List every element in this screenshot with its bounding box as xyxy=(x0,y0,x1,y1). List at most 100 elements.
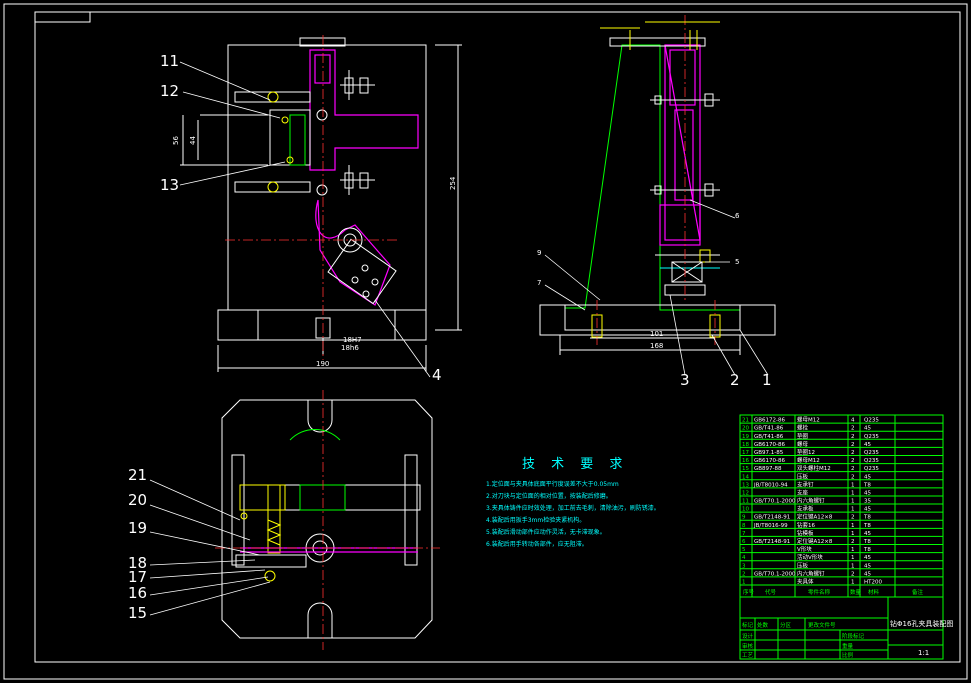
bom-cell-name: 垫圈12 xyxy=(797,448,815,456)
bom-cell-no: 2 xyxy=(742,571,746,577)
bom-header-qty: 数量 xyxy=(850,588,862,596)
bom-cell-name: 垫圈 xyxy=(797,432,809,440)
bom-cell-name: 活动V形块 xyxy=(797,553,823,561)
bom-cell-name: 螺母M12 xyxy=(797,456,820,464)
bom-header-name: 零件名称 xyxy=(808,588,831,596)
bom-cell-mat: 45 xyxy=(864,571,871,577)
dim-56: 56 xyxy=(172,136,180,145)
bom-cell-name: 螺母M12 xyxy=(797,416,820,424)
bom-cell-no: 20 xyxy=(742,426,749,432)
clamp-arm xyxy=(315,199,391,306)
dim-44: 44 xyxy=(189,136,197,145)
bom-cell-qty: 1 xyxy=(851,507,855,513)
balloon-21: 21 xyxy=(128,466,147,484)
bom-cell-mat: T8 xyxy=(863,547,871,553)
bom-cell-name: 压板 xyxy=(797,472,809,480)
upper-bolt-assembly xyxy=(340,70,375,100)
bom-cell-code: GB6170-86 xyxy=(754,458,786,464)
bom-cell-code: GB/T41-86 xyxy=(754,434,784,440)
bom-cell-code: GB/T2148-91 xyxy=(754,515,790,521)
bom-cell-qty: 2 xyxy=(851,426,855,432)
bom-cell-mat: T8 xyxy=(863,515,871,521)
bom-cell-no: 18 xyxy=(742,442,749,448)
bom-cell-qty: 1 xyxy=(851,523,855,529)
bom-cell-mat: 45 xyxy=(864,426,871,432)
balloon-19: 19 xyxy=(128,519,147,537)
bom-cell-no: 16 xyxy=(742,458,749,464)
bom-cell-name: 支承钉 xyxy=(797,480,814,488)
bom-cell-mat: 35 xyxy=(864,499,871,505)
bom-header-code: 代号 xyxy=(765,588,777,596)
bom-header-no: 序号 xyxy=(743,588,755,596)
balloon-4: 4 xyxy=(432,366,442,384)
bom-cell-qty: 1 xyxy=(851,563,855,569)
inner-frame xyxy=(34,11,961,663)
front-view: 254 190 56 44 18H7 18h6 11 12 13 4 xyxy=(160,35,462,384)
balloon-12: 12 xyxy=(160,82,179,100)
fixture-body-section xyxy=(564,44,741,331)
part-name: 钻Φ16孔夹具装配图 xyxy=(890,619,953,628)
balloon-5: 5 xyxy=(735,258,739,266)
bom-cell-code: GB/T41-86 xyxy=(754,426,784,432)
bom-cell-name: 夹具体 xyxy=(797,578,814,586)
bom-cell-name: 定位键A12×8 xyxy=(797,537,833,545)
bom-cell-mat: T8 xyxy=(863,523,871,529)
bom-cell-no: 15 xyxy=(742,466,749,472)
top-spring xyxy=(267,484,281,554)
bom-cell-mat: HT200 xyxy=(864,580,882,586)
tb-label-zone: 分区 xyxy=(780,621,792,629)
title-block: 钻Φ16孔夹具装配图 1:1 标记 处数 分区 更改文件号 设计 审核 工艺 阶… xyxy=(739,596,953,660)
bom-cell-no: 19 xyxy=(742,434,749,440)
balloon-20: 20 xyxy=(128,491,147,509)
bom-cell-mat: Q235 xyxy=(864,466,879,472)
balloon-7: 7 xyxy=(537,279,541,287)
tech-req-4: 4.装配后用扳手3mm检验夹紧机构。 xyxy=(486,516,585,524)
side-support-plate xyxy=(664,44,701,241)
bom-cell-name: 钻套16 xyxy=(797,521,815,529)
tech-req-2: 2.对刀块与定位面的相对位置，按装配后修磨。 xyxy=(486,492,612,500)
bom-cell-qty: 1 xyxy=(851,499,855,505)
bom-cell-name: 压板 xyxy=(797,561,809,569)
tech-req-title: 技 术 要 求 xyxy=(522,457,628,472)
bom-cell-name: 螺母 xyxy=(797,440,809,448)
bom-cell-name: 内六角螺钉 xyxy=(797,569,825,577)
bom-cell-qty: 2 xyxy=(851,466,855,472)
tb-label-mark: 标记 xyxy=(742,621,754,629)
bom-cell-mat: 45 xyxy=(864,507,871,513)
bom-cell-no: 4 xyxy=(742,555,746,561)
dim-18H7: 18H7 xyxy=(343,336,362,344)
dim-101: 101 xyxy=(650,330,663,338)
bom-cell-qty: 4 xyxy=(851,418,855,424)
bom-cell-qty: 1 xyxy=(851,490,855,496)
bom-cell-code: GB/T2148-91 xyxy=(754,539,790,545)
bom-cell-code: JB/T8010-94 xyxy=(753,482,788,488)
bom-cell-name: 螺栓 xyxy=(797,424,809,432)
dim-168: 168 xyxy=(650,342,663,350)
tb-label-process: 工艺 xyxy=(742,652,754,659)
tb-label-design: 设计 xyxy=(742,632,754,640)
balloon-1: 1 xyxy=(762,371,772,389)
bom-cell-mat: Q235 xyxy=(864,450,879,456)
bom-cell-code: GB97.1-85 xyxy=(754,450,784,456)
balloon-11: 11 xyxy=(160,52,179,70)
bom-cell-no: 6 xyxy=(742,539,746,545)
bom-cell-mat: Q235 xyxy=(864,458,879,464)
bom-cell-no: 14 xyxy=(742,474,749,480)
bom-cell-code: GB6170-86 xyxy=(754,442,786,448)
bom-cell-name: 内六角螺钉 xyxy=(797,497,825,505)
bom-cell-qty: 2 xyxy=(851,474,855,480)
bom-cell-no: 8 xyxy=(742,523,746,529)
bom-cell-mat: 45 xyxy=(864,442,871,448)
bom-cell-name: 支座 xyxy=(797,488,809,496)
bom-cell-mat: 45 xyxy=(864,555,871,561)
bom-cell-name: 双头螺柱M12 xyxy=(797,464,831,472)
balloon-3: 3 xyxy=(680,371,690,389)
balloon-6: 6 xyxy=(735,212,740,220)
bom-cell-qty: 1 xyxy=(851,482,855,488)
base-plate xyxy=(217,309,427,341)
tb-label-weight: 重量 xyxy=(842,642,854,650)
bom-cell-no: 5 xyxy=(742,547,746,553)
bom-cell-no: 13 xyxy=(742,482,749,488)
tech-req-6: 6.装配后用手转动各部件，应无阻滞。 xyxy=(486,540,588,548)
drawing-scale: 1:1 xyxy=(918,649,929,657)
